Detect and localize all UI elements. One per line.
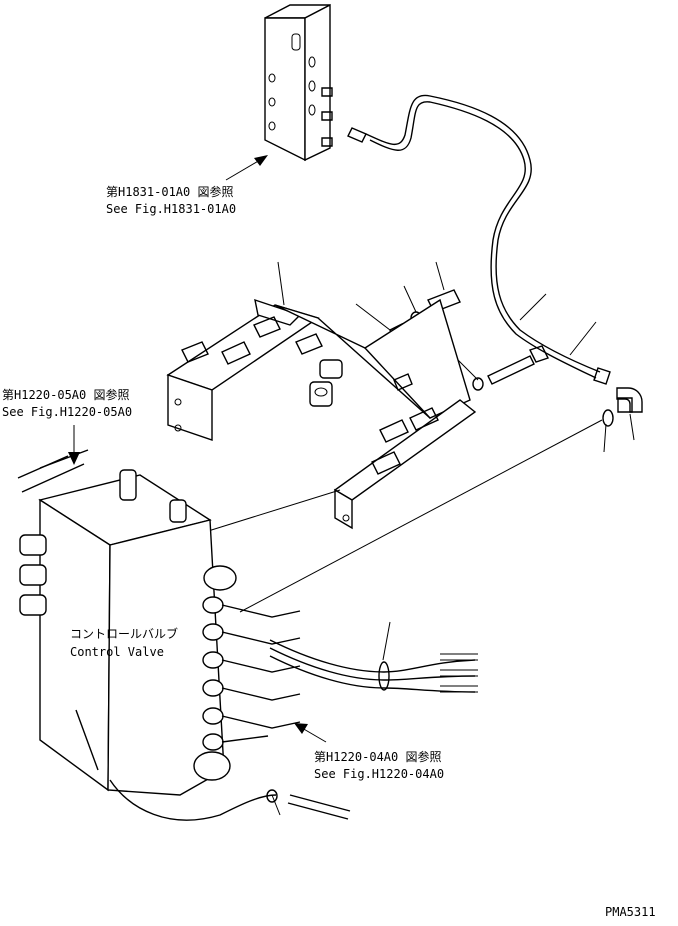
block-ref-en: See Fig.H1831-01A0	[106, 202, 236, 216]
bottom-ref-en: See Fig.H1220-04A0	[314, 767, 444, 781]
valve-block	[264, 3, 333, 162]
left-ref-jp: 第H1220-05A0 図参照	[2, 387, 129, 402]
block-ref-jp: 第H1831-01A0 図参照	[106, 184, 233, 199]
component-name-jp: コントロールバルブ	[70, 626, 178, 641]
hose-bundle	[269, 639, 478, 693]
bottom-ref-jp: 第H1220-04A0 図参照	[314, 749, 441, 764]
component-name-en: Control Valve	[70, 645, 164, 659]
drawing-code: PMA5311	[605, 905, 656, 919]
routing-lines	[204, 419, 603, 613]
elbow-fitting	[602, 387, 643, 427]
mounting-bracket	[166, 298, 477, 530]
hose-assembly	[347, 94, 611, 385]
left-ref-en: See Fig.H1220-05A0	[2, 405, 132, 419]
control-valve	[17, 449, 351, 821]
reference-arrows	[68, 155, 327, 743]
